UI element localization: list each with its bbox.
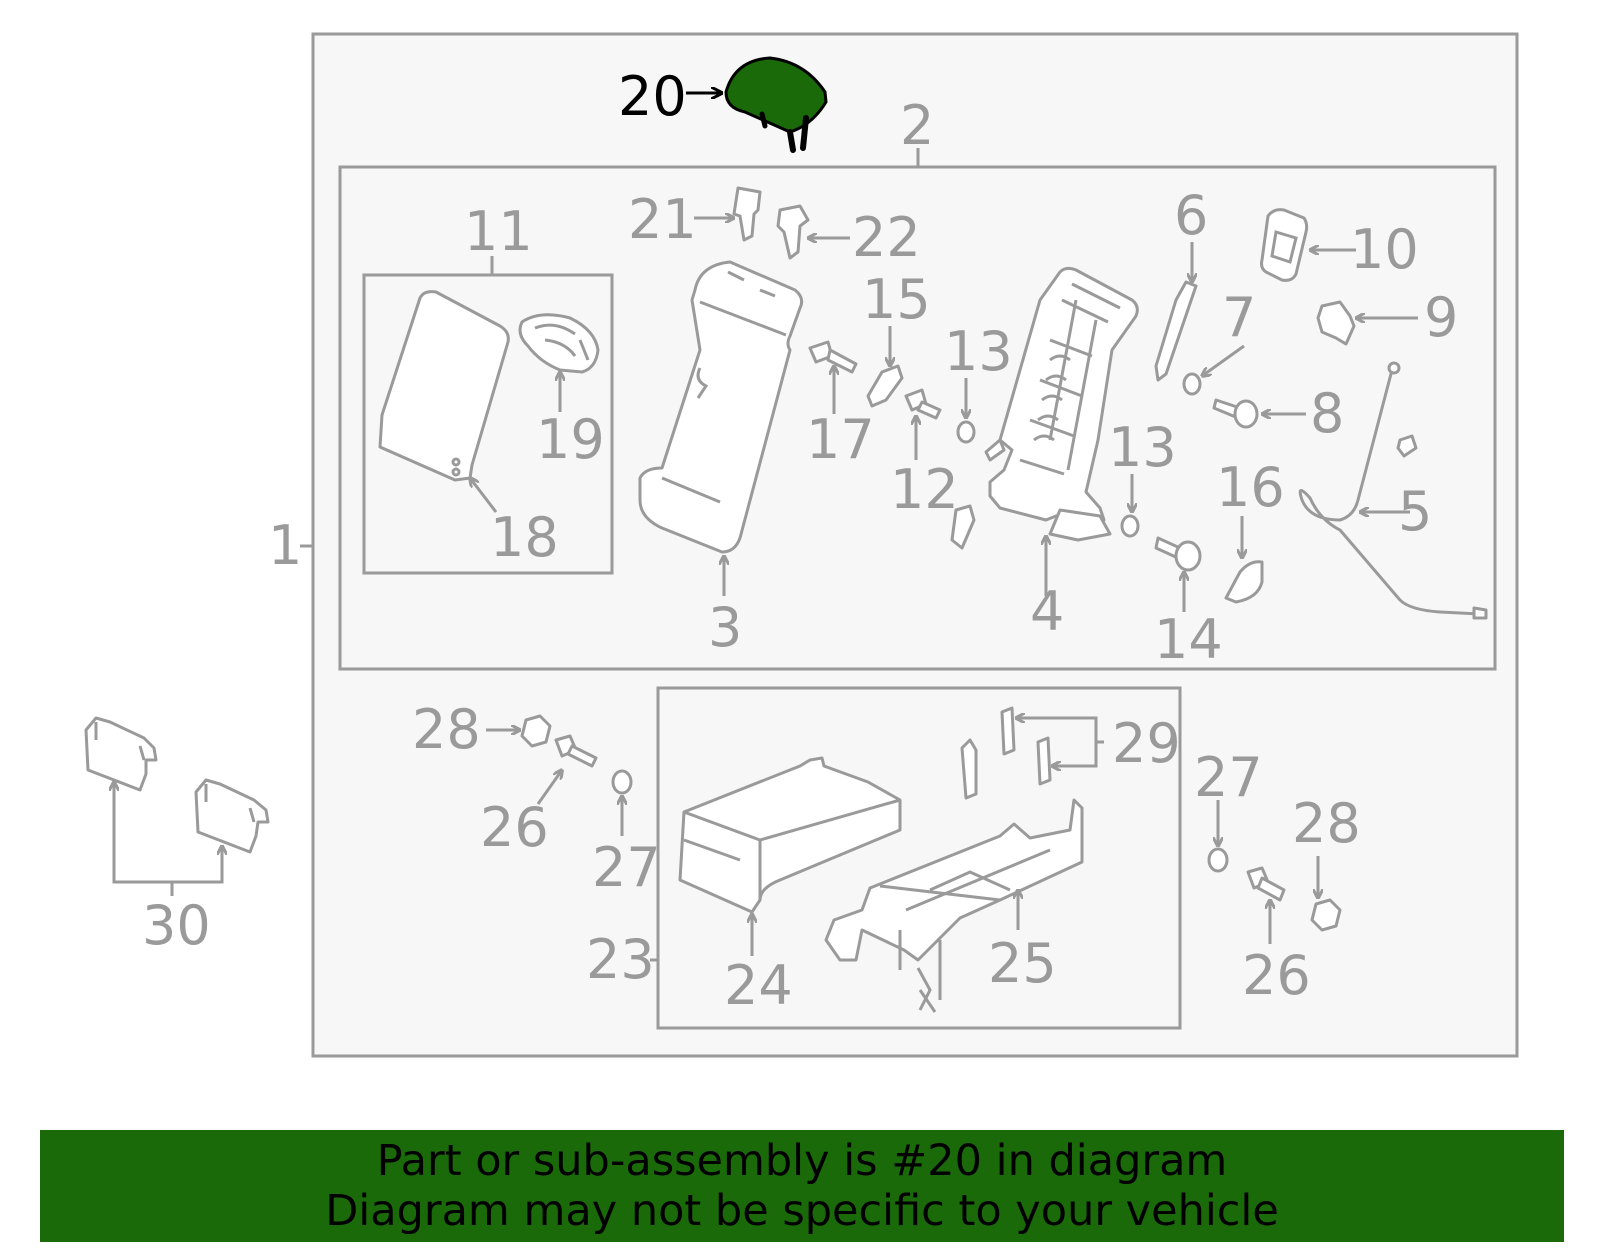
seat-back-cover-part-3 [638, 260, 804, 554]
callout-8: 8 [1310, 382, 1344, 445]
callout-18: 18 [490, 506, 559, 569]
nut-part-28-left [520, 714, 552, 748]
callout-28-left: 28 [412, 698, 481, 761]
headrest-part-20[interactable] [724, 56, 828, 153]
footer-banner: Part or sub-assembly is #20 in diagram D… [40, 1130, 1564, 1242]
bolt-part-26-right [1246, 866, 1286, 902]
callout-26-right: 26 [1242, 944, 1311, 1007]
callout-3: 3 [708, 596, 742, 659]
clip-part-29a [1000, 706, 1016, 756]
callout-14: 14 [1154, 608, 1223, 671]
armrest-cushion-part-24 [678, 756, 902, 914]
bolt-part-12 [904, 388, 942, 420]
bolt-part-17 [808, 340, 858, 374]
washer-part-27-left [611, 769, 633, 795]
callout-27-left: 27 [592, 836, 661, 899]
hinge-cover-part-30b [194, 778, 270, 854]
callout-21: 21 [628, 188, 697, 251]
assembly-box-11 [362, 273, 614, 575]
armrest-frame-part-25 [824, 798, 1084, 1013]
callout-29: 29 [1112, 712, 1181, 775]
clip-part-29b [1036, 736, 1052, 786]
callout-26-left: 26 [480, 796, 549, 859]
callout-22: 22 [852, 206, 921, 269]
back-panel-part-18 [378, 290, 510, 482]
seat-frame-part-4 [984, 266, 1139, 542]
callout-25: 25 [988, 932, 1057, 995]
footer-line-2: Diagram may not be specific to your vehi… [325, 1186, 1279, 1236]
callout-13-lower: 13 [1108, 416, 1177, 479]
callout-16: 16 [1216, 456, 1285, 519]
callout-12: 12 [890, 458, 959, 521]
callout-27-right: 27 [1194, 746, 1263, 809]
footer-line-1: Part or sub-assembly is #20 in diagram [376, 1136, 1228, 1186]
callout-1: 1 [268, 514, 302, 577]
callout-2: 2 [900, 94, 934, 157]
callout-7: 7 [1222, 286, 1256, 349]
callout-23: 23 [586, 928, 655, 991]
callout-19: 19 [536, 408, 605, 471]
rod-part-6 [1154, 280, 1198, 382]
callout-6: 6 [1174, 184, 1208, 247]
washer-part-13-upper [956, 420, 976, 444]
callout-30: 30 [142, 894, 211, 957]
washer-part-13-lower [1120, 514, 1140, 538]
callout-9: 9 [1424, 286, 1458, 349]
washer-part-27-right [1207, 847, 1229, 873]
bracket-part-9 [1316, 300, 1356, 346]
bolt-part-8 [1212, 398, 1259, 429]
bolt-part-26-left [554, 734, 598, 768]
assembly-box-23 [656, 686, 1182, 1030]
clip-part-21 [732, 186, 762, 242]
callout-20[interactable]: 20 [618, 65, 687, 128]
callout-28-right: 28 [1292, 792, 1361, 855]
callout-5: 5 [1398, 480, 1432, 543]
callout-24: 24 [724, 954, 793, 1017]
latch-cover-part-10 [1260, 208, 1309, 282]
callout-4: 4 [1030, 580, 1064, 643]
clip-part-22 [776, 204, 810, 260]
cup-holder-part-19 [518, 313, 600, 374]
cable-part-5 [1298, 361, 1488, 620]
callout-10: 10 [1350, 218, 1419, 281]
bracket-part-15 [866, 364, 904, 408]
cap-part-16 [1224, 560, 1264, 604]
hinge-cover-part-30a [84, 716, 158, 792]
callout-13-upper: 13 [944, 320, 1013, 383]
callout-15: 15 [862, 268, 931, 331]
nut-part-28-right [1310, 898, 1342, 932]
screw-part-14 [1154, 536, 1202, 572]
callout-11: 11 [464, 200, 533, 263]
callout-17: 17 [806, 408, 875, 471]
washer-part-7 [1182, 372, 1202, 396]
